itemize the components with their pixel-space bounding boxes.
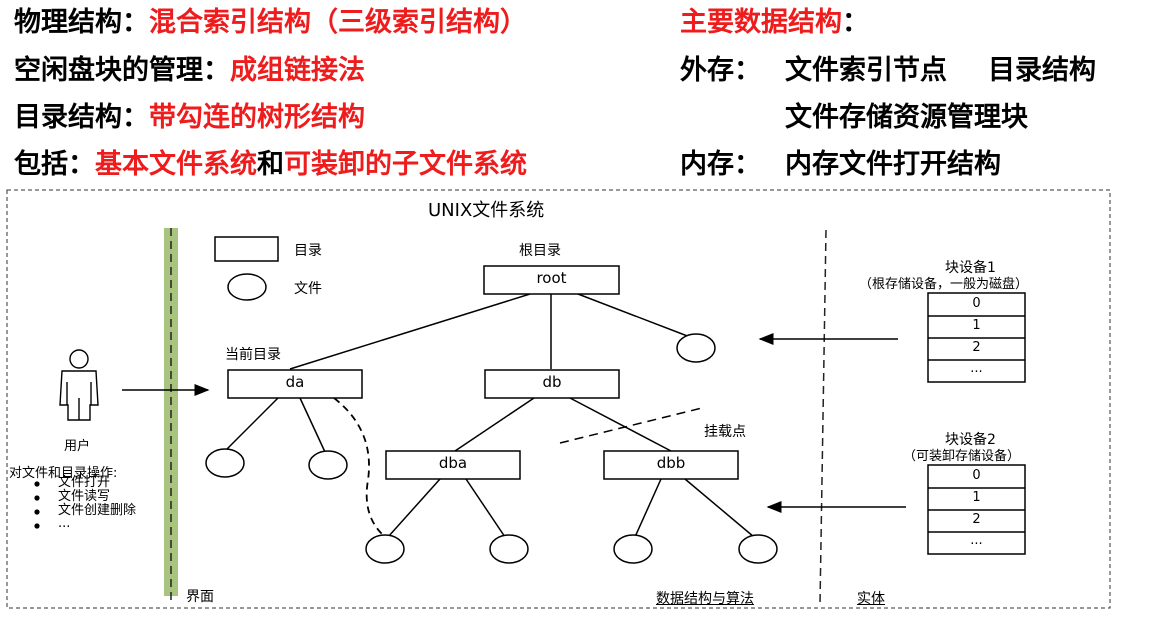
header-line-includes: 包括：基本文件系统和可装卸的子文件系统 [14, 148, 527, 182]
free-block-label: 空闲盘块的管理： [14, 55, 230, 86]
device1-subtitle: （根存储设备，一般为磁盘） [859, 277, 1029, 292]
node-dba: dba [438, 454, 468, 472]
footer-entity: 实体 [857, 591, 885, 607]
device1-title: 块设备1 [945, 260, 996, 276]
dir-da-box [227, 369, 363, 399]
legend-file-circle [227, 273, 267, 301]
device1-cell-0: 0 [972, 296, 981, 311]
dir-dbb-box [603, 450, 739, 480]
dir-root-box [483, 265, 620, 295]
footer-interface: 界面 [186, 589, 214, 605]
diagram-title: UNIX文件系统 [428, 200, 545, 221]
current-dir-label: 当前目录 [225, 347, 281, 363]
ext-item-resource-block: 文件存储资源管理块 [785, 102, 1028, 133]
device2-title: 块设备2 [945, 432, 996, 448]
device2-cell-3: ... [970, 533, 983, 548]
mount-point-label: 挂载点 [704, 424, 746, 440]
header-line-directory: 目录结构：带勾连的树形结构 [14, 101, 365, 135]
main-ds-title-colon: ： [842, 7, 869, 38]
main-ds-title: 主要数据结构： [680, 6, 869, 40]
file-root-child [676, 333, 716, 363]
user-op-1: 文件打开 [58, 475, 111, 490]
mem-label: 内存： [680, 149, 761, 180]
file-da-2 [308, 450, 348, 480]
user-label: 用户 [64, 439, 91, 454]
header-line-free-blocks: 空闲盘块的管理：成组链接法 [14, 54, 365, 88]
file-dba-2 [489, 534, 529, 564]
physical-structure-label: 物理结构： [14, 7, 149, 38]
device2-cell-0: 0 [972, 468, 981, 483]
dir-db-box [484, 369, 620, 399]
user-op-4: ... [58, 516, 71, 531]
device1-cell-3: ... [970, 361, 983, 376]
mount-line [559, 407, 703, 444]
includes-label: 包括： [14, 149, 95, 180]
legend-dir-box [214, 236, 279, 262]
device2-subtitle: （可装卸存储设备） [903, 449, 1021, 464]
node-root: root [536, 269, 567, 287]
entity-divider [819, 229, 827, 605]
file-dbb-1 [613, 534, 653, 564]
ext-storage-label: 外存： [680, 55, 761, 86]
legend-dir-label: 目录 [294, 243, 322, 259]
mem-item-open-file: 内存文件打开结构 [785, 149, 1001, 180]
file-da-1 [205, 448, 245, 478]
directory-structure-label: 目录结构： [14, 102, 149, 133]
file-dba-1 [365, 534, 405, 564]
link-curve [333, 397, 384, 536]
device1-table [927, 292, 1026, 383]
includes-conj: 和 [257, 149, 284, 180]
ext-item-inode: 文件索引节点 [785, 55, 947, 86]
file-dbb-2 [738, 534, 778, 564]
user-op-3: 文件创建删除 [58, 503, 137, 518]
node-da: da [285, 373, 305, 391]
device2-cell-1: 1 [972, 490, 981, 505]
dir-dba-box [385, 450, 521, 480]
user-icon [59, 349, 99, 421]
includes-value-1: 基本文件系统 [95, 149, 257, 180]
outer-frame [6, 189, 1111, 609]
main-ds-title-text: 主要数据结构 [680, 7, 842, 38]
node-dbb: dbb [656, 454, 686, 472]
physical-structure-value: 混合索引结构（三级索引结构） [149, 7, 527, 38]
user-op-2: 文件读写 [58, 489, 111, 504]
footer-ds-algorithm: 数据结构与算法 [656, 591, 754, 607]
device2-cell-2: 2 [972, 512, 981, 527]
free-block-value: 成组链接法 [230, 55, 365, 86]
device2-table [927, 464, 1026, 555]
legend-file-label: 文件 [294, 281, 322, 297]
includes-value-2: 可装卸的子文件系统 [284, 149, 527, 180]
node-db: db [542, 373, 562, 391]
ext-item-directory: 目录结构 [988, 55, 1096, 86]
root-dir-label: 根目录 [519, 243, 561, 259]
header-line-physical: 物理结构：混合索引结构（三级索引结构） [14, 6, 527, 40]
user-ops-title: 对文件和目录操作: [9, 466, 118, 481]
directory-structure-value: 带勾连的树形结构 [149, 102, 365, 133]
device1-cell-2: 2 [972, 340, 981, 355]
device1-cell-1: 1 [972, 318, 981, 333]
